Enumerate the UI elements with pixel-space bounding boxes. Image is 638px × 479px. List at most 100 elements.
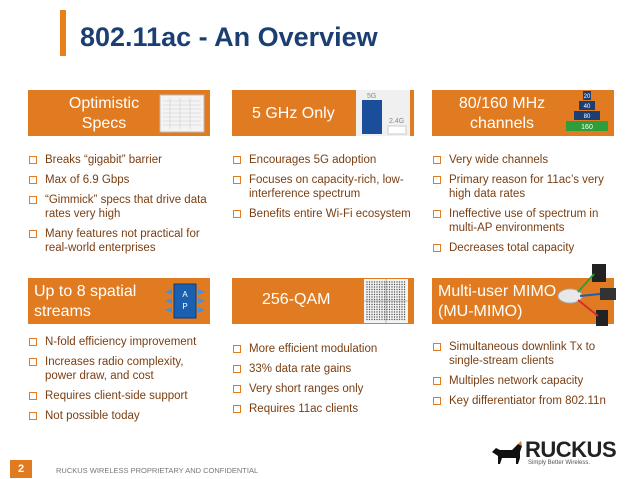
constellation-point — [373, 303, 376, 306]
constellation-point — [391, 281, 393, 283]
constellation-point — [381, 306, 383, 308]
constellation-point — [368, 308, 371, 311]
constellation-point — [378, 291, 381, 293]
card-title-line2: channels — [469, 115, 535, 132]
constellation-point — [396, 296, 398, 298]
card-title-line2: streams — [34, 303, 91, 320]
constellation-point — [368, 303, 371, 306]
constellation-point — [391, 296, 393, 298]
constellation-point — [373, 286, 376, 288]
constellation-point — [401, 298, 403, 301]
constellation-point — [393, 286, 396, 288]
bullet-square-icon — [29, 338, 37, 346]
page-number: 2 — [10, 460, 32, 478]
constellation-point — [376, 303, 378, 306]
constellation-point — [403, 308, 406, 311]
constellation-point — [403, 301, 406, 303]
constellation-point — [388, 296, 391, 298]
constellation-point — [378, 311, 381, 313]
constellation-point — [368, 316, 371, 318]
card-title-line2: (MU-MIMO) — [438, 303, 523, 320]
constellation-point — [373, 291, 376, 293]
bullet-square-icon — [233, 210, 241, 218]
constellation-point — [376, 316, 378, 318]
constellation-point — [388, 316, 391, 318]
constellation-point — [401, 283, 403, 286]
constellation-point — [383, 281, 386, 283]
constellation-point — [366, 313, 368, 316]
constellation-point — [388, 286, 391, 288]
constellation-point — [403, 318, 406, 321]
constellation-point — [391, 306, 393, 308]
constellation-point — [371, 311, 373, 313]
constellation-point — [391, 301, 393, 303]
constellation-point — [378, 303, 381, 306]
constellation-point — [393, 301, 396, 303]
constellation-point — [396, 283, 398, 286]
constellation-point — [391, 318, 393, 321]
card-title-line1: Optimistic — [68, 95, 140, 112]
svg-text:2.4G: 2.4G — [389, 118, 404, 125]
constellation-point — [386, 281, 388, 283]
constellation-point — [366, 301, 368, 303]
constellation-point — [378, 306, 381, 308]
constellation-point — [398, 313, 401, 316]
constellation-point — [393, 283, 396, 286]
card-title-line1: Up to 8 spatial — [34, 283, 137, 300]
constellation-point — [401, 296, 403, 298]
constellation-point — [388, 293, 391, 296]
constellation-point — [366, 303, 368, 306]
constellation-point — [401, 316, 403, 318]
constellation-point — [393, 306, 396, 308]
constellation-point — [376, 293, 378, 296]
constellation-point — [386, 306, 388, 308]
constellation-point — [371, 301, 373, 303]
constellation-point — [391, 303, 393, 306]
constellation-point — [376, 311, 378, 313]
constellation-point — [388, 308, 391, 311]
constellation-point — [381, 311, 383, 313]
constellation-point — [371, 316, 373, 318]
constellation-point — [383, 296, 386, 298]
constellation-point — [376, 298, 378, 301]
card-title: 256-QAM — [262, 291, 331, 308]
constellation-point — [373, 313, 376, 316]
constellation-point — [383, 283, 386, 286]
constellation-point — [396, 306, 398, 308]
constellation-point — [376, 288, 378, 291]
constellation-point — [398, 303, 401, 306]
constellation-point — [383, 313, 386, 316]
constellation-point — [386, 293, 388, 296]
bullet-square-icon — [433, 176, 441, 184]
constellation-point — [366, 281, 368, 283]
list-item: N-fold efficiency improvement — [28, 335, 213, 349]
constellation-point — [371, 313, 373, 316]
bullet-square-icon — [233, 365, 241, 373]
constellation-point — [373, 301, 376, 303]
spec-document-icon — [159, 94, 205, 133]
bullet-square-icon — [433, 397, 441, 405]
list-item: Simultaneous downlink Tx to single-strea… — [432, 340, 617, 368]
list-item: Breaks “gigabit” barrier — [28, 153, 213, 167]
constellation-point — [391, 291, 393, 293]
constellation-point — [368, 318, 371, 321]
constellation-point — [403, 311, 406, 313]
constellation-point — [366, 288, 368, 291]
svg-text:80: 80 — [584, 114, 591, 120]
constellation-point — [381, 313, 383, 316]
constellation-point — [403, 298, 406, 301]
constellation-point — [393, 308, 396, 311]
list-item: Very wide channels — [432, 153, 617, 167]
constellation-point — [368, 296, 371, 298]
constellation-point — [383, 286, 386, 288]
constellation-point — [401, 306, 403, 308]
constellation-point — [396, 301, 398, 303]
ruckus-dog-logo-icon — [492, 441, 522, 464]
card-5ghz-header: 5 GHz Only 5G 2.4G — [232, 90, 414, 136]
constellation-point — [368, 293, 371, 296]
card-256qam-bullets: More efficient modulation 33% data rate … — [232, 342, 417, 422]
constellation-point — [388, 283, 391, 286]
card-mu-mimo-bullets: Simultaneous downlink Tx to single-strea… — [432, 340, 617, 414]
constellation-point — [386, 291, 388, 293]
constellation-point — [368, 288, 371, 291]
